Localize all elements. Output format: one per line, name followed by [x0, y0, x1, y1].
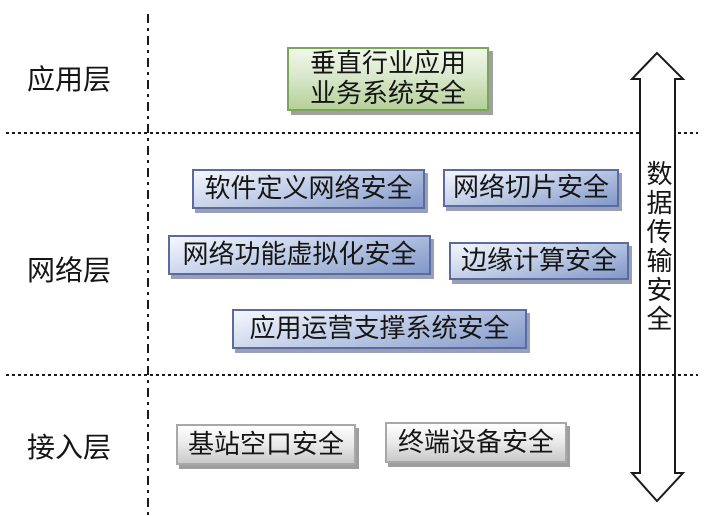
box-nfv-security: 网络功能虚拟化安全 [168, 235, 431, 275]
box-vertical-industry-line2: 业务系统安全 [309, 79, 466, 108]
layer-divider-top [6, 132, 698, 134]
box-edge-computing-security: 边缘计算安全 [449, 242, 629, 280]
access-layer-label: 接入层 [27, 433, 112, 464]
double-arrow-icon [629, 51, 686, 503]
data-transmission-security-label: 数据传输安全 [643, 160, 672, 334]
vertical-dashdot-divider [147, 14, 149, 516]
box-vertical-industry-line1: 垂直行业应用 [309, 49, 466, 78]
box-terminal-device-security: 终端设备安全 [385, 422, 567, 463]
layer-divider-bottom [6, 374, 698, 376]
network-layer-label: 网络层 [27, 256, 112, 287]
box-base-station-air-interface-security: 基站空口安全 [176, 424, 356, 465]
box-sdn-security: 软件定义网络安全 [192, 169, 425, 209]
box-oss-security: 应用运营支撑系统安全 [232, 309, 527, 349]
box-vertical-industry-app-security: 垂直行业应用 业务系统安全 [287, 47, 489, 111]
box-network-slicing-security: 网络切片安全 [443, 169, 619, 207]
application-layer-label: 应用层 [27, 65, 112, 96]
